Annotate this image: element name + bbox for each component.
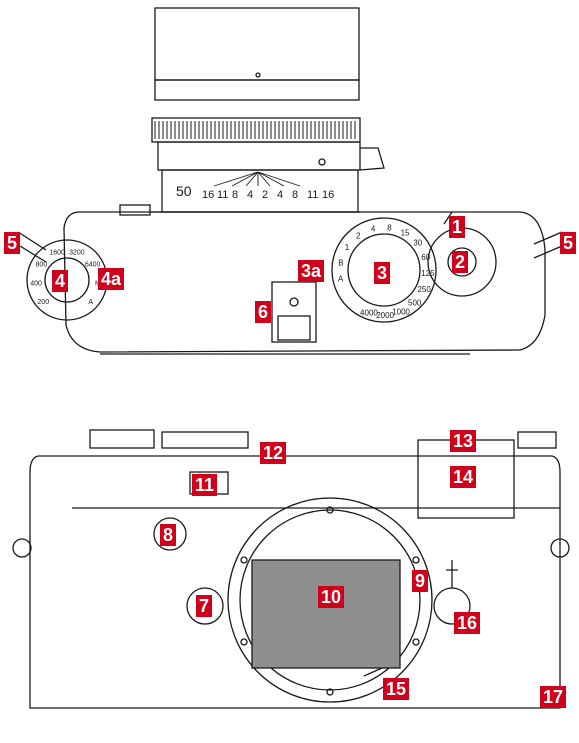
- callout-5-right: 5: [560, 232, 577, 254]
- callout-11: 11: [192, 474, 218, 496]
- callout-5-left: 5: [4, 232, 21, 254]
- callout-1: 1: [449, 216, 466, 238]
- iso-dial-mark: 1600: [49, 250, 65, 257]
- iso-dial-mark: 400: [30, 281, 42, 288]
- lens-focal-length: 50: [176, 183, 192, 199]
- callout-12: 12: [260, 442, 287, 464]
- front-lug-right: [550, 538, 570, 558]
- dof-lines: [213, 171, 301, 187]
- shutter-dial-mark: 4000: [360, 308, 378, 317]
- focus-tab: [359, 147, 385, 171]
- front-lug-left: [12, 538, 32, 558]
- iso-dial-inner: [44, 257, 90, 303]
- hood-index-dot: [255, 72, 261, 78]
- front-shutter-dial: [161, 431, 249, 449]
- front-right-dial: [517, 431, 557, 449]
- lens-release-dot: [318, 158, 326, 166]
- camera-top-body: [63, 211, 546, 353]
- aperture-mark: 16: [322, 189, 334, 201]
- hot-shoe-center: [289, 297, 299, 307]
- focus-ring-knurl: [154, 121, 356, 139]
- lens-release-button: [186, 587, 224, 625]
- callout-13: 13: [450, 430, 477, 452]
- lens-hood: [154, 7, 360, 81]
- callout-16: 16: [454, 612, 481, 634]
- shutter-dial-mark: B: [338, 258, 343, 267]
- callout-7: 7: [196, 595, 213, 617]
- callout-10: 10: [318, 586, 345, 608]
- callout-6: 6: [255, 301, 272, 323]
- lens-hood-ring: [154, 79, 360, 101]
- aperture-mark: 11: [217, 189, 228, 201]
- shutter-dial-inner: [347, 233, 421, 307]
- shutter-dial-mark: 15: [401, 228, 410, 237]
- bayonet-inner: [239, 509, 421, 691]
- shutter-dial-mark: A: [338, 275, 344, 284]
- aperture-mark: 8: [292, 189, 298, 201]
- shutter-dial-mark: 1: [345, 243, 350, 252]
- release-button-inner: [447, 247, 477, 277]
- callout-8: 8: [160, 524, 177, 546]
- iso-dial-mark: A: [88, 299, 93, 306]
- shutter-dial-mark: 8: [387, 223, 392, 232]
- shutter-dial-mark: 250: [417, 285, 431, 294]
- callout-4: 4: [52, 270, 69, 292]
- frame-selector-arm: [446, 560, 458, 588]
- shutter-dial-mark: 4: [371, 224, 376, 233]
- front-iso-dial: [89, 429, 155, 449]
- hot-shoe-contacts: [277, 315, 311, 341]
- callout-2: 2: [452, 251, 469, 273]
- advance-lever: [443, 211, 453, 225]
- callout-14: 14: [450, 466, 477, 488]
- aperture-mark: 11: [307, 189, 318, 201]
- callout-3a: 3a: [298, 260, 325, 282]
- lens-barrel: [157, 141, 361, 171]
- aperture-mark: 4: [247, 189, 253, 201]
- shutter-dial-mark: 60: [421, 253, 430, 262]
- camera-front-body: [29, 455, 561, 709]
- callout-9: 9: [412, 570, 429, 592]
- shutter-dial-mark: 30: [413, 239, 422, 248]
- callout-4a: 4a: [98, 268, 125, 290]
- aperture-mark: 2: [262, 189, 268, 201]
- iso-dial-mark: 800: [36, 262, 48, 269]
- shutter-dial-mark: 2000: [376, 311, 394, 320]
- shutter-dial-mark: 125: [421, 269, 435, 278]
- image-sensor: [251, 559, 401, 669]
- shutter-dial-mark: 2: [356, 231, 361, 240]
- strap-lug-right: [533, 231, 563, 259]
- top-accessory: [119, 204, 151, 216]
- shutter-dial: [331, 217, 437, 323]
- iso-dial-mark: 200: [37, 299, 49, 306]
- aperture-mark: 8: [232, 189, 238, 201]
- bayonet-outer: [227, 497, 433, 703]
- iso-dial-mark: 6400: [85, 262, 101, 269]
- callout-3: 3: [374, 262, 391, 284]
- aperture-mark: 4: [277, 189, 283, 201]
- selftimer-button: [153, 517, 187, 551]
- strap-lug-left: [17, 231, 47, 263]
- callout-17: 17: [540, 686, 567, 708]
- shutter-dial-mark: 1000: [392, 308, 410, 317]
- aperture-mark: 16: [202, 189, 214, 201]
- iso-dial-mark: 3200: [69, 250, 85, 257]
- shutter-dial-mark: 500: [408, 298, 422, 307]
- callout-15: 15: [383, 678, 410, 700]
- hot-shoe: [271, 281, 317, 343]
